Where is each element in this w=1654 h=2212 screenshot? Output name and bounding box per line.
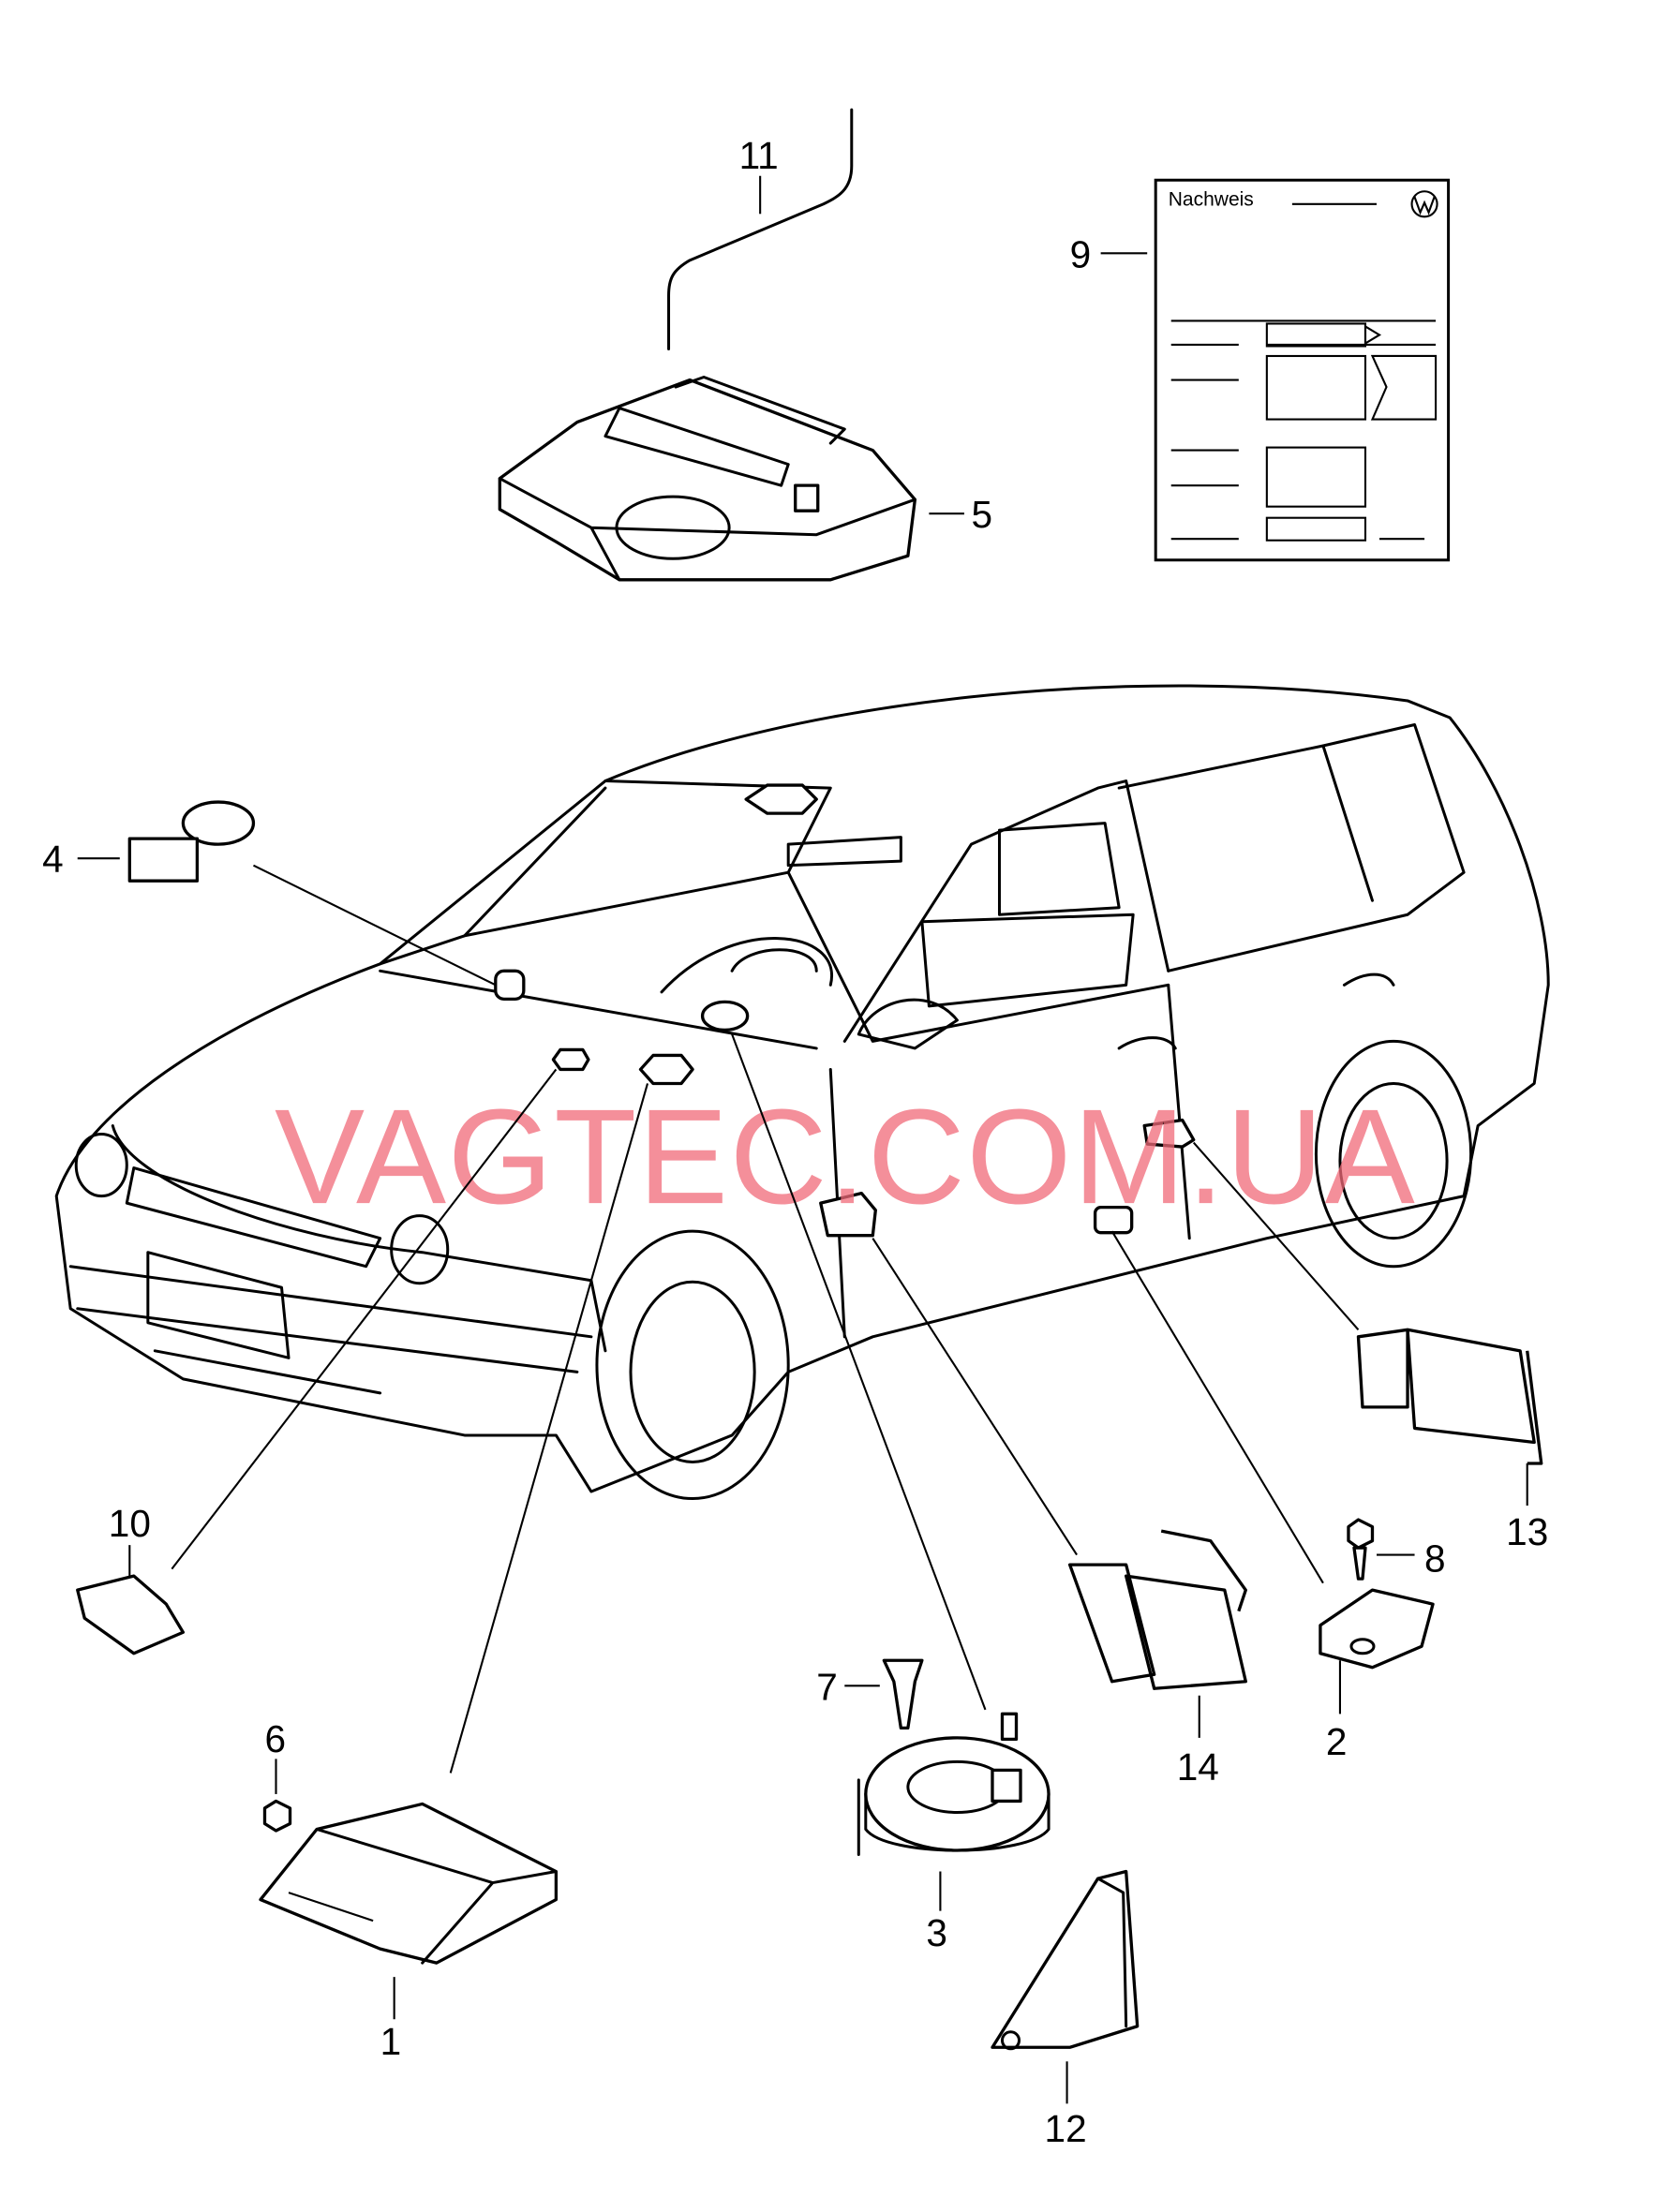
part-1-control-unit (259, 1083, 649, 2020)
callout-11: 11 (739, 134, 779, 177)
callout-1: 1 (380, 2020, 402, 2063)
callout-13: 13 (1506, 1510, 1548, 1553)
part-3-clock-spring (731, 1033, 1051, 1911)
part-11-rod (667, 108, 854, 350)
card-title: Nachweis (1169, 188, 1254, 210)
callout-12: 12 (1045, 2107, 1087, 2150)
callout-10: 10 (109, 1502, 151, 1545)
callout-5: 5 (971, 493, 992, 536)
callout-8: 8 (1424, 1537, 1446, 1581)
vw-logo-icon (1410, 190, 1438, 218)
part-10-sensor (76, 1068, 558, 1655)
callout-3: 3 (926, 1911, 947, 1954)
callout-14: 14 (1177, 1745, 1219, 1789)
callout-2: 2 (1326, 1720, 1348, 1763)
part-2-sensor (1110, 1230, 1435, 1715)
part-12-bracket (991, 1869, 1140, 2104)
watermark: VAGTEC.COM.UA (275, 1080, 1416, 1232)
callout-9: 9 (1070, 232, 1092, 275)
car-illustration (54, 684, 1550, 1501)
callout-6: 6 (264, 1717, 286, 1760)
callout-7: 7 (816, 1665, 838, 1708)
part-9-document-card: Nachweis (1100, 178, 1451, 562)
part-4-sensor (77, 800, 497, 987)
part-13-duct (1192, 1141, 1543, 1507)
part-14-duct (872, 1238, 1247, 1738)
part-5-bracket (498, 376, 964, 582)
callout-4: 4 (42, 838, 64, 881)
